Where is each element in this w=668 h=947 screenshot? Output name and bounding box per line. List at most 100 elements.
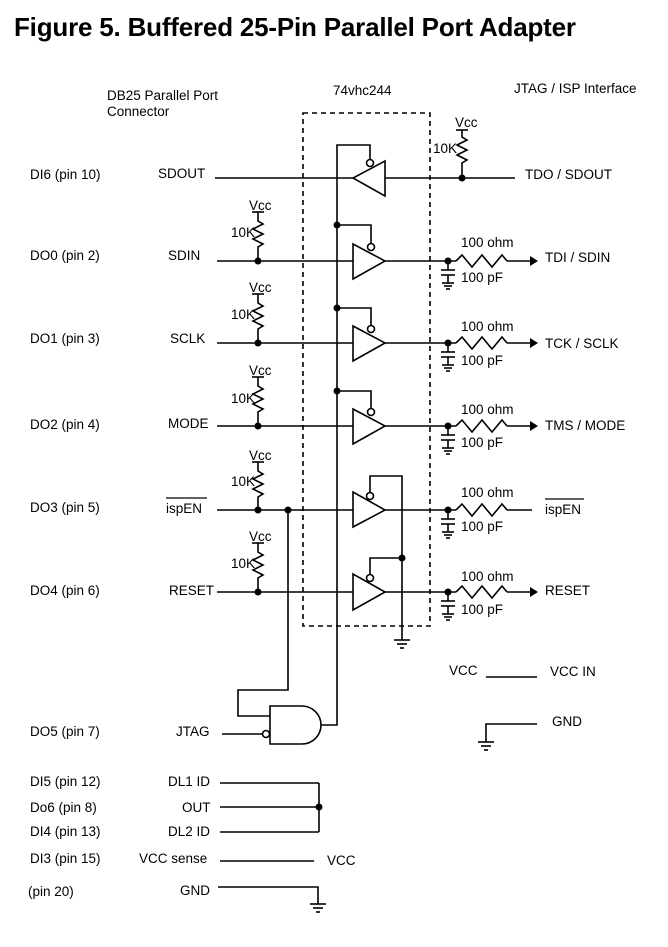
cap-label-sdin: 100 pF: [461, 270, 503, 285]
pin-label-do1: DO1 (pin 3): [30, 331, 100, 346]
buffer-sdin: [352, 242, 387, 281]
enable-bubble-mode: [366, 407, 376, 417]
signal-label-reset: RESET: [169, 583, 214, 598]
pin-label-do4: DO4 (pin 6): [30, 583, 100, 598]
cap-label-ispen: 100 pF: [461, 519, 503, 534]
cap-label-sclk: 100 pF: [461, 353, 503, 368]
pullup-label-ispen: 10K: [231, 474, 255, 489]
junction-enable-sclk: [333, 304, 341, 312]
signal-label-sdout: SDOUT: [158, 166, 205, 181]
series-r-label-sclk: 100 ohm: [461, 319, 514, 334]
enable-bubble-sdin: [366, 242, 376, 252]
junction-ispen: [254, 506, 262, 514]
junction-enable-sdin: [333, 221, 341, 229]
buffer-mode: [352, 407, 387, 446]
header-connector-line2: Connector: [107, 104, 170, 119]
signal-label-out: OUT: [182, 800, 211, 815]
vcc-label-tdo: Vcc: [455, 115, 478, 130]
pullup-label-tdo: 10K: [433, 141, 457, 156]
junction-id: [315, 803, 323, 811]
series-r-label-mode: 100 ohm: [461, 402, 514, 417]
series-r-label-reset: 100 ohm: [461, 569, 514, 584]
output-label-ispen: ispEN: [545, 502, 581, 517]
junction-mode: [254, 422, 262, 430]
pin-label-do3: DO3 (pin 5): [30, 500, 100, 515]
buffer-ispen: [352, 490, 387, 529]
wire-enable-sclk: [337, 307, 372, 325]
output-label-reset: RESET: [545, 583, 590, 598]
wire-enable-bus: [336, 144, 371, 715]
pin-label-di6: DI6 (pin 10): [30, 167, 101, 182]
pullup-resistor-sdin: [251, 212, 265, 261]
vcc-sense-target: VCC: [327, 853, 356, 868]
legend-gnd-label: GND: [552, 714, 582, 729]
signal-label-vcc-sense: VCC sense: [139, 851, 207, 866]
output-label-tdo: TDO / SDOUT: [525, 167, 612, 182]
junction-reset: [254, 588, 262, 596]
wire-nand-out: [321, 715, 338, 726]
arrow-reset: [530, 587, 538, 597]
pin-label-pin20: (pin 20): [28, 884, 74, 899]
pin-label-di4: DI4 (pin 13): [30, 824, 101, 839]
junction-sclk: [254, 339, 262, 347]
header-connector-line1: DB25 Parallel Port: [107, 88, 218, 103]
arrow-sclk: [530, 338, 538, 348]
pin-label-do0: DO0 (pin 2): [30, 248, 100, 263]
legend-vcc-right: VCC IN: [550, 664, 596, 679]
series-r-label-ispen: 100 ohm: [461, 485, 514, 500]
series-resistor-reset: [455, 584, 508, 600]
nand-gate: [269, 705, 322, 745]
pin-label-do5: DO5 (pin 7): [30, 724, 100, 739]
arrow-sdin: [530, 256, 538, 266]
pullup-resistor-sclk: [251, 294, 265, 343]
junction-sdin: [254, 257, 262, 265]
wire-enable-mode: [337, 390, 372, 408]
wire-enable-reset: [369, 557, 402, 574]
legend-gnd-line: [485, 723, 537, 742]
series-resistor-sclk: [455, 335, 508, 351]
pullup-label-sclk: 10K: [231, 307, 255, 322]
signal-label-ispen: ispEN: [166, 501, 202, 516]
arrow-mode: [530, 421, 538, 431]
cap-label-mode: 100 pF: [461, 435, 503, 450]
output-label-tdi: TDI / SDIN: [545, 250, 610, 265]
figure-title: Figure 5. Buffered 25-Pin Parallel Port …: [14, 12, 576, 42]
signal-label-sclk: SCLK: [170, 331, 205, 346]
enable-bubble-ispen: [365, 491, 375, 501]
signal-label-mode: MODE: [168, 416, 209, 431]
signal-label-dl2: DL2 ID: [168, 824, 210, 839]
enable-bubble-reset: [365, 573, 375, 583]
wire-ispen-to-nand: [237, 510, 289, 717]
vcc-label-sdin: Vcc: [249, 198, 272, 213]
cap-label-reset: 100 pF: [461, 602, 503, 617]
junction-enable-reset: [398, 554, 406, 562]
legend-vcc-left: VCC: [449, 663, 478, 678]
junction-enable-mode: [333, 387, 341, 395]
vcc-label-mode: Vcc: [249, 363, 272, 378]
chip-outline: [302, 112, 431, 627]
pullup-label-mode: 10K: [231, 391, 255, 406]
pin-label-di3: DI3 (pin 15): [30, 851, 101, 866]
enable-bubble-sclk: [366, 324, 376, 334]
wire-gnd: [218, 886, 319, 904]
pullup-label-reset: 10K: [231, 556, 255, 571]
signal-label-jtag: JTAG: [176, 724, 210, 739]
wire-enable-sdin: [337, 224, 372, 243]
buffer-sclk: [352, 324, 387, 363]
output-label-tms: TMS / MODE: [545, 418, 625, 433]
pin-label-do6: Do6 (pin 8): [30, 800, 97, 815]
pullup-resistor-tdo: [455, 130, 469, 178]
series-resistor-mode: [455, 418, 508, 434]
vcc-label-ispen: Vcc: [249, 448, 272, 463]
enable-bubble-sdout: [365, 158, 375, 168]
pin-label-di5: DI5 (pin 12): [30, 774, 101, 789]
pin-label-do2: DO2 (pin 4): [30, 417, 100, 432]
vcc-label-reset: Vcc: [249, 529, 272, 544]
signal-label-gnd: GND: [180, 883, 210, 898]
header-chip: 74vhc244: [333, 83, 392, 98]
series-r-label-sdin: 100 ohm: [461, 235, 514, 250]
pullup-label-sdin: 10K: [231, 225, 255, 240]
junction-tdo: [458, 174, 466, 182]
series-resistor-sdin: [455, 253, 508, 269]
